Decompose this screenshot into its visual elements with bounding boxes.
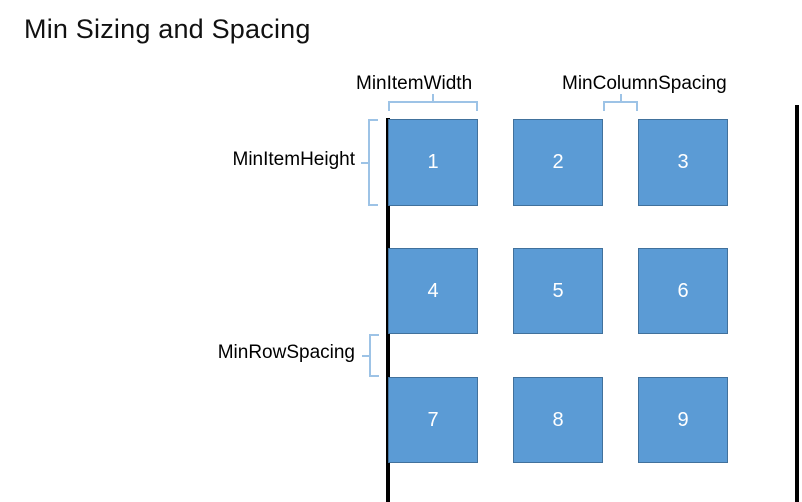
label-min-column-spacing: MinColumnSpacing bbox=[562, 73, 727, 94]
grid-tile-label: 5 bbox=[552, 279, 564, 302]
page-title: Min Sizing and Spacing bbox=[24, 14, 311, 44]
grid-tile[interactable]: 4 bbox=[388, 248, 478, 334]
grid-tile[interactable]: 7 bbox=[388, 377, 478, 463]
grid-tile-label: 6 bbox=[677, 279, 689, 302]
grid-tile-label: 9 bbox=[677, 408, 689, 431]
brace-tick-icon bbox=[432, 94, 434, 103]
right-content-edge-rule bbox=[795, 105, 799, 502]
grid-tile-label: 3 bbox=[677, 151, 689, 173]
grid-tile-label: 4 bbox=[427, 279, 439, 302]
label-min-item-width: MinItemWidth bbox=[356, 73, 473, 94]
grid-tile-label: 8 bbox=[552, 408, 564, 431]
brace-tick-icon bbox=[362, 354, 371, 357]
grid-tile-label: 2 bbox=[552, 151, 564, 173]
brace-min-row-spacing bbox=[362, 334, 379, 377]
grid-tile-label: 7 bbox=[427, 408, 439, 431]
label-min-item-height: MinItemHeight bbox=[232, 149, 356, 170]
grid-tile[interactable]: 9 bbox=[638, 377, 728, 463]
brace-min-item-height bbox=[361, 119, 378, 206]
brace-min-item-width bbox=[388, 94, 478, 111]
brace-tick-icon bbox=[619, 94, 622, 103]
label-min-row-spacing: MinRowSpacing bbox=[217, 342, 355, 363]
brace-tick-icon bbox=[361, 161, 370, 164]
brace-min-column-spacing bbox=[603, 94, 638, 111]
grid-tile[interactable]: 2 bbox=[513, 119, 603, 206]
grid-tile[interactable]: 1 bbox=[388, 119, 478, 206]
grid-tile[interactable]: 3 bbox=[638, 119, 728, 206]
grid-tile[interactable]: 5 bbox=[513, 248, 603, 334]
grid-tile-label: 1 bbox=[427, 151, 439, 173]
grid-tile[interactable]: 8 bbox=[513, 377, 603, 463]
grid-tile[interactable]: 6 bbox=[638, 248, 728, 334]
